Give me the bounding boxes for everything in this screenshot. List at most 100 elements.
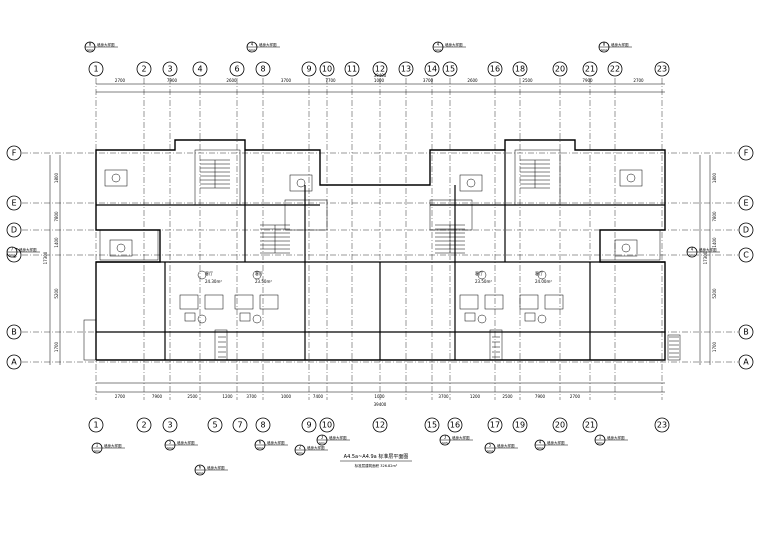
axis-bubble-bottom-16-label: 16: [450, 421, 460, 430]
callout-sheet: S02: [435, 48, 441, 52]
axis-bubble-top-8: 8: [255, 61, 271, 77]
callout-number: 3: [444, 435, 447, 440]
dim-right: 1400: [712, 237, 717, 248]
room-area: 23.50m²: [475, 279, 492, 284]
axis-bubble-left-B: B: [6, 324, 22, 340]
axis-bubble-bottom-5: 5: [207, 417, 223, 433]
axis-bubble-bottom-17: 17: [487, 417, 503, 433]
axis-bubble-right-A-label: A: [743, 358, 749, 367]
dim-left: 1700: [54, 341, 59, 352]
callout-label: 墙身大样图: [259, 42, 277, 47]
axis-bubble-right-B-label: B: [743, 328, 749, 337]
room-area: 23.50m²: [255, 279, 272, 284]
dim-right: 7800: [712, 211, 717, 222]
dim-top: 2500: [522, 78, 533, 83]
axis-bubble-top-2-label: 2: [141, 65, 146, 74]
axis-bubble-top-20: 20: [552, 61, 568, 77]
axis-bubble-top-20-label: 20: [555, 65, 565, 74]
callout-number: 4: [437, 42, 440, 47]
callout-number: 4: [251, 42, 254, 47]
drawing-subtitle: 标准层建筑面积 326.82m²: [355, 463, 398, 468]
callout-number: 1: [599, 435, 602, 440]
callout-sheet: S02: [257, 446, 263, 450]
axis-bubble-top-9: 9: [301, 61, 317, 77]
axis-bubble-bottom-7: 7: [232, 417, 248, 433]
callout-label: 墙身大样图: [445, 42, 463, 47]
callout-sheet: S01: [94, 449, 100, 453]
dim-top-total: 39400: [374, 73, 387, 78]
axis-bubble-bottom-3-label: 3: [167, 421, 172, 430]
axis-bubble-left-A: A: [6, 354, 22, 370]
dim-bottom: 1000: [281, 394, 292, 399]
axis-bubble-bottom-23-label: 23: [657, 421, 667, 430]
axis-bubble-bottom-7-label: 7: [237, 421, 242, 430]
callout-label: 墙身大样图: [699, 247, 717, 252]
dim-top: 2600: [226, 78, 237, 83]
axis-bubble-top-22: 22: [607, 61, 623, 77]
dim-right-total: 17300: [703, 251, 708, 264]
axis-bubble-bottom-20-label: 20: [555, 421, 565, 430]
axis-bubble-top-6: 6: [229, 61, 245, 77]
dim-top: 1000: [374, 78, 385, 83]
callout-sheet: S02: [601, 48, 607, 52]
building-outline: [83, 139, 681, 361]
axis-bubble-top-3-label: 3: [167, 65, 172, 74]
dim-top: 3700: [281, 78, 292, 83]
axis-bubble-top-16: 16: [487, 61, 503, 77]
dim-right: 1700: [712, 341, 717, 352]
axis-bubble-top-18: 18: [512, 61, 528, 77]
room-label: 客厅: [255, 270, 263, 276]
dim-top: 2700: [633, 78, 644, 83]
callout-label: 墙身大样图: [177, 440, 195, 445]
axis-bubble-bottom-23: 23: [654, 417, 670, 433]
axis-bubble-top-14-label: 14: [427, 65, 437, 74]
axis-bubble-top-21-label: 21: [585, 65, 595, 74]
callout-sheet: S05: [442, 441, 448, 445]
axis-bubble-left-A-label: A: [11, 358, 17, 367]
axis-bubble-right-A: A: [738, 354, 754, 370]
axis-bubble-bottom-9: 9: [301, 417, 317, 433]
axis-bubble-right-F-label: F: [744, 149, 749, 158]
axis-bubble-top-8-label: 8: [260, 65, 265, 74]
axis-bubble-bottom-12: 12: [372, 417, 388, 433]
axis-bubble-top-9-label: 9: [306, 65, 311, 74]
axis-bubble-right-F: F: [738, 145, 754, 161]
axis-bubble-right-B: B: [738, 324, 754, 340]
axis-bubble-top-1-label: 1: [93, 65, 98, 74]
callout-number: 5: [489, 443, 492, 448]
callout-number: 4: [691, 247, 694, 252]
axis-bubble-bottom-17-label: 17: [490, 421, 500, 430]
axis-bubble-bottom-16: 16: [447, 417, 463, 433]
axis-bubble-right-C: C: [738, 247, 754, 263]
axis-bubble-top-15-label: 15: [445, 65, 455, 74]
axis-bubble-top-10: 10: [319, 61, 335, 77]
callout-sheet: S02: [167, 446, 173, 450]
axis-bubble-bottom-2: 2: [136, 417, 152, 433]
axis-bubble-top-16-label: 16: [490, 65, 500, 74]
callout-sheet: S01: [319, 441, 325, 445]
axis-bubble-left-F: F: [6, 145, 22, 161]
callout-label: 墙身大样图: [497, 443, 515, 448]
callout-sheet: S02: [537, 446, 543, 450]
callout-number: 3: [321, 435, 324, 440]
axis-bubble-top-13-label: 13: [401, 65, 411, 74]
room-label: 客厅: [475, 270, 483, 276]
dimension-lines: [49, 83, 711, 393]
axis-bubble-bottom-1-label: 1: [93, 421, 98, 430]
dim-bottom: 1200: [222, 394, 233, 399]
dim-bottom: 3700: [438, 394, 449, 399]
axis-bubble-bottom-3: 3: [162, 417, 178, 433]
axis-bubble-top-14: 14: [424, 61, 440, 77]
